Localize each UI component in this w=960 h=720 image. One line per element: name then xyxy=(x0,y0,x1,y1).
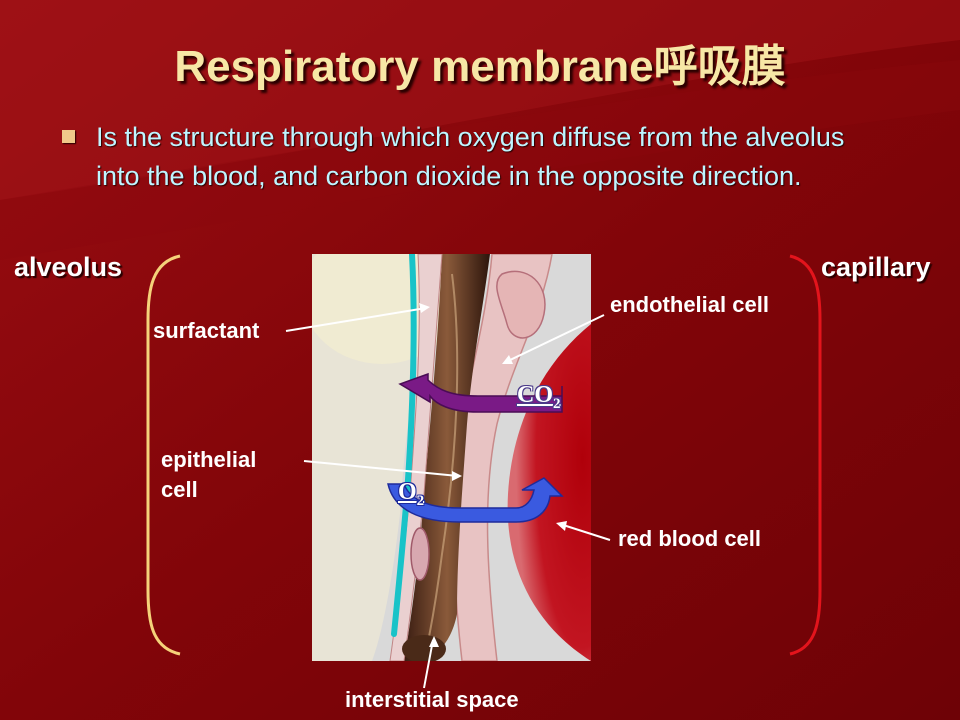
capillary-label: capillary xyxy=(821,252,931,282)
epithelial-line-1: epithelial xyxy=(161,447,257,472)
red-blood-cell-label: red blood cell xyxy=(618,526,762,551)
co2-label: CO2 xyxy=(517,382,561,412)
o2-label: O2 xyxy=(398,479,425,509)
bullet-item: Is the structure through which oxygen di… xyxy=(60,118,880,196)
slide-title: Respiratory membrane呼吸膜 xyxy=(174,42,786,91)
membrane-illustration xyxy=(312,254,591,661)
bullet-text: Is the structure through which oxygen di… xyxy=(96,122,845,191)
interstitial-space-label: interstitial space xyxy=(345,687,519,712)
endothelial-cell-label: endothelial cell xyxy=(610,292,769,317)
bullet-square-icon xyxy=(62,130,75,143)
alveolus-label: alveolus xyxy=(14,252,123,282)
surfactant-label: surfactant xyxy=(153,318,260,343)
epithelial-cell-label: epithelial cell xyxy=(161,445,256,505)
epithelial-line-2: cell xyxy=(161,477,198,502)
respiratory-membrane-figure xyxy=(312,254,591,661)
